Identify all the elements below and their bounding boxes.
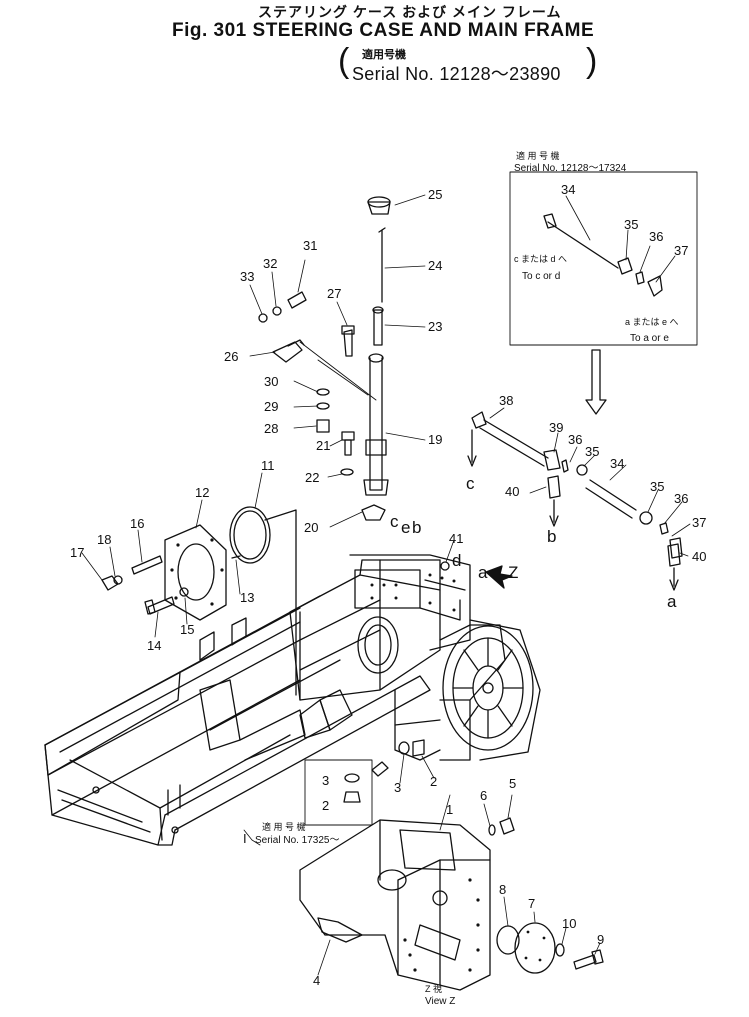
inset-note1-jp: c または d へ	[514, 254, 567, 264]
roman-numeral: I	[243, 831, 247, 846]
callout-25: 25	[428, 187, 442, 202]
inset-note1: To c or d	[522, 271, 560, 282]
letter-z: Z	[508, 563, 518, 582]
steering-case-housing	[299, 817, 604, 991]
callout-16: 16	[130, 516, 144, 531]
inset-note2-jp: a または e へ	[625, 317, 679, 327]
callout-5: 5	[509, 776, 516, 791]
callout-19: 19	[428, 432, 442, 447]
cover-assembly	[101, 506, 297, 696]
callout-33: 33	[240, 269, 254, 284]
callout-2: 2	[430, 774, 437, 789]
callout-21: 21	[316, 438, 330, 453]
letter-a-frame: a	[478, 563, 488, 582]
callout-22: 22	[305, 470, 319, 485]
callout-35: 35	[585, 444, 599, 459]
callout-32: 32	[263, 256, 277, 271]
callout-13: 13	[240, 590, 254, 605]
callout-41: 41	[449, 531, 463, 546]
callout-15: 15	[180, 622, 194, 637]
serial-label-japanese: 適用号機	[362, 49, 406, 61]
letter-c-frame: c	[390, 512, 399, 531]
callout-17: 17	[70, 545, 84, 560]
letter-a-pipe: a	[667, 592, 677, 611]
callout-9: 9	[597, 932, 604, 947]
callout-2-inset: 2	[322, 798, 329, 813]
steering-column	[258, 196, 391, 521]
left-paren: (	[338, 42, 350, 80]
callout-8: 8	[499, 882, 506, 897]
callout-18: 18	[97, 532, 111, 547]
main-frame	[44, 554, 541, 846]
figure-title: Fig. 301 STEERING CASE AND MAIN FRAME	[172, 20, 595, 41]
leader-lines	[81, 194, 691, 976]
callout-1: 1	[446, 802, 453, 817]
callout-40b: 40	[692, 549, 706, 564]
callout-24: 24	[428, 258, 442, 273]
inset-bottom-serial: Serial No. 17325～	[255, 835, 340, 846]
letter-e-frame: e	[401, 518, 410, 537]
callout-6: 6	[480, 788, 487, 803]
right-paren: )	[586, 42, 598, 80]
inset-callout-34: 34	[561, 182, 575, 197]
pipe-assembly	[440, 411, 683, 591]
inset-callout-37: 37	[674, 243, 688, 258]
callout-34: 34	[610, 456, 624, 471]
title-japanese: ステアリング ケース および メイン フレーム	[258, 4, 562, 20]
view-jp: Z 視	[425, 983, 442, 994]
callout-3: 3	[394, 780, 401, 795]
callout-37: 37	[692, 515, 706, 530]
letter-d-frame: d	[452, 551, 461, 570]
callout-labels: 1 2 3 3 2 4 5 6 7 8 9 10 11 12 13 14 15 …	[70, 150, 706, 1007]
callout-27: 27	[327, 286, 341, 301]
callout-12: 12	[195, 485, 209, 500]
callout-26: 26	[224, 349, 238, 364]
callout-36: 36	[568, 432, 582, 447]
callout-29: 29	[264, 399, 278, 414]
callout-28: 28	[264, 421, 278, 436]
callout-36b: 36	[674, 491, 688, 506]
inset-note2: To a or e	[630, 333, 669, 344]
inset-callout-35: 35	[624, 217, 638, 232]
inset-top-jp: 適 用 号 機	[516, 150, 560, 161]
callout-4: 4	[313, 973, 320, 988]
callout-35b: 35	[650, 479, 664, 494]
callout-14: 14	[147, 638, 161, 653]
inset-top-serial: Serial No. 12128～17324	[514, 163, 627, 174]
serial-range: Serial No. 12128～23890	[352, 64, 561, 84]
callout-30: 30	[264, 374, 278, 389]
callout-39: 39	[549, 420, 563, 435]
callout-31: 31	[303, 238, 317, 253]
callout-11: 11	[261, 458, 275, 473]
callout-38: 38	[499, 393, 513, 408]
inset-top-right	[509, 171, 698, 415]
callout-20: 20	[304, 520, 318, 535]
letter-b-frame: b	[412, 518, 421, 537]
callout-3-inset: 3	[322, 773, 329, 788]
callout-40: 40	[505, 484, 519, 499]
letter-b-pipe: b	[547, 527, 556, 546]
inset-callout-36: 36	[649, 229, 663, 244]
callout-7: 7	[528, 896, 535, 911]
callout-23: 23	[428, 319, 442, 334]
letter-c-pipe: c	[466, 474, 475, 493]
inset-bottom-jp: 適 用 号 機	[262, 821, 306, 832]
callout-10: 10	[562, 916, 576, 931]
view-label: View Z	[425, 996, 455, 1007]
